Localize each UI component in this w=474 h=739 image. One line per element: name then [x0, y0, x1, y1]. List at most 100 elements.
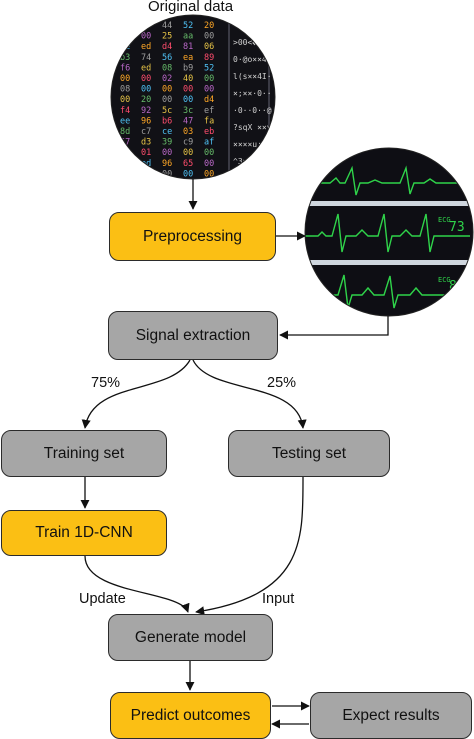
hex-byte: 00	[120, 74, 130, 84]
svg-text:0·@o××4I: 0·@o××4I	[233, 55, 272, 64]
hex-byte: 74	[141, 53, 151, 63]
hex-byte: 65	[183, 159, 193, 169]
hex-byte: c0	[120, 32, 130, 42]
hex-byte: 03	[183, 127, 193, 137]
hex-byte: 92	[141, 106, 151, 116]
hex-byte: 52	[183, 21, 193, 31]
heart-rate-readout-1: 73	[449, 220, 465, 235]
hex-byte: ed	[141, 42, 151, 52]
input-label: Input	[262, 591, 295, 607]
hex-byte: 06	[204, 42, 214, 52]
hex-byte: 00	[204, 169, 214, 179]
hex-byte: fa	[204, 116, 214, 126]
hex-byte: 48	[120, 21, 130, 31]
hex-byte: b3	[120, 53, 130, 63]
training-set-node: Training set	[1, 430, 167, 477]
predict-outcomes-node: Predict outcomes	[110, 692, 271, 739]
preprocessing-node: Preprocessing	[109, 212, 276, 261]
hex-byte: 00	[120, 148, 130, 158]
expect-results-node: Expect results	[310, 692, 472, 739]
hex-byte: 00	[183, 148, 193, 158]
hex-byte: 00	[183, 169, 193, 179]
hex-byte: 00	[162, 85, 172, 95]
testing-set-node: Testing set	[228, 430, 390, 477]
hex-byte: 47	[183, 116, 193, 126]
arrow-monitor-to-signal	[279, 316, 389, 340]
hex-byte: 00	[204, 85, 214, 95]
generate-model-node: Generate model	[108, 614, 273, 661]
hex-byte: ee	[120, 116, 130, 126]
hex-byte: 00	[204, 74, 214, 84]
hex-byte: 0e	[141, 169, 151, 179]
hex-byte: ce	[162, 127, 172, 137]
split-test-label: 25%	[267, 375, 297, 391]
split-train-label: 75%	[91, 375, 121, 391]
hex-byte: 00	[120, 95, 130, 105]
hex-byte: f6	[120, 63, 130, 73]
svg-text:ECG: ECG	[438, 216, 451, 224]
hex-byte: b6	[162, 116, 172, 126]
hex-byte: c7	[141, 127, 151, 137]
hex-byte: 00	[204, 159, 214, 169]
hex-byte: 25	[162, 32, 172, 42]
original-data-title: Original data	[148, 0, 234, 15]
hex-byte: c9	[183, 138, 193, 148]
svg-text:l(s××4I·: l(s××4I·	[233, 72, 272, 81]
hex-byte: 40	[183, 74, 193, 84]
hex-byte: 8d	[120, 127, 130, 137]
hex-byte: 00	[162, 169, 172, 179]
hex-byte: 00	[183, 95, 193, 105]
ecg-monitor-image: ECG ECG 73 87	[305, 148, 473, 316]
svg-text:·0··0··@: ·0··0··@	[233, 106, 272, 115]
hex-byte: 02	[162, 74, 172, 84]
hex-byte: 08	[162, 63, 172, 73]
hex-byte: 00	[204, 148, 214, 158]
hex-byte: 39	[162, 138, 172, 148]
hex-byte: 00	[141, 85, 151, 95]
hex-byte: 89	[204, 53, 214, 63]
update-label: Update	[79, 591, 126, 607]
svg-text:^3×{f?×: ^3×{f?×	[233, 157, 267, 166]
hex-byte: 08	[120, 85, 130, 95]
hex-byte: 20	[204, 21, 214, 31]
hex-byte: 00	[204, 32, 214, 42]
svg-text:××××u;9: ××××u;9	[233, 140, 267, 149]
signal-extraction-node: Signal extraction	[108, 311, 278, 360]
arrow-cnn-to-model	[84, 555, 190, 613]
hex-byte: 5c	[162, 106, 172, 116]
arrow-signal-to-training	[81, 359, 191, 429]
hex-byte: af	[204, 138, 214, 148]
original-data-image: 48c05eb3f6000800f4ee8d6700a0004500ed74ed…	[111, 15, 275, 179]
hex-byte: 01	[141, 148, 151, 158]
svg-text:?sqX ××y: ?sqX ××y	[233, 123, 272, 132]
hex-byte: ea	[183, 53, 193, 63]
hex-byte: ef	[204, 106, 214, 116]
hex-byte: ed	[141, 63, 151, 73]
hex-byte: d4	[204, 95, 214, 105]
hex-byte: 00	[162, 95, 172, 105]
hex-byte: 52	[204, 63, 214, 73]
hex-byte: 96	[162, 159, 172, 169]
hex-byte: 20	[141, 95, 151, 105]
hex-byte: 56	[162, 53, 172, 63]
hex-byte: 00	[183, 85, 193, 95]
hex-byte: d4	[162, 42, 172, 52]
hex-byte: f4	[120, 106, 130, 116]
hex-byte: 00	[162, 148, 172, 158]
hex-byte: d3	[141, 138, 151, 148]
hex-byte: 3c	[183, 106, 193, 116]
hex-byte: b9	[183, 63, 193, 73]
hex-byte: aa	[183, 32, 193, 42]
hex-byte: a0	[120, 159, 130, 169]
hex-byte: 00	[141, 74, 151, 84]
hex-byte: 00	[141, 32, 151, 42]
arrow-testing-to-model	[195, 476, 304, 616]
svg-text:ECG: ECG	[438, 276, 451, 284]
hex-byte: 44	[162, 21, 172, 31]
svg-text:>00<◆<: >00<◆<	[233, 38, 262, 47]
hex-byte: eb	[204, 127, 214, 137]
svg-text:×;××·0··: ×;××·0··	[233, 89, 272, 98]
hex-byte: 00	[120, 169, 130, 179]
